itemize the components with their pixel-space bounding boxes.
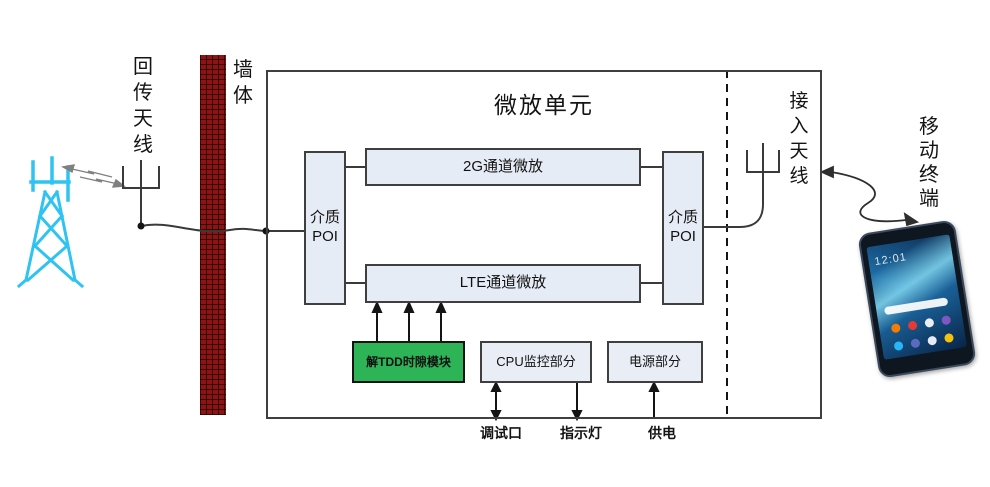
feeder-line: [140, 223, 304, 233]
channel-lte-box: LTE通道微放: [365, 264, 641, 303]
wall-icon: [200, 55, 226, 415]
unit-title: 微放单元: [494, 92, 594, 118]
tdd-timeslot-module-box: 解TDD时隙模块: [352, 341, 465, 383]
tdd-to-lte-arrows: [371, 300, 447, 341]
power-section-box: 电源部分: [607, 341, 703, 383]
wireless-link-icon: [60, 164, 126, 188]
cell-tower-icon: [16, 156, 85, 289]
poi-channel-connectors: [346, 166, 662, 284]
power-supply-arrow: [648, 380, 660, 419]
poi-right-box: 介质 POI: [662, 151, 704, 305]
cpu-monitor-box: CPU监控部分: [480, 341, 592, 383]
debug-port-arrow: [490, 380, 502, 422]
wall-label: 墙体: [233, 59, 253, 107]
access-feeder-line: [704, 171, 764, 228]
access-antenna-label: 接入天线: [789, 91, 809, 187]
power-supply-label: 供电: [648, 425, 676, 441]
debug-port-label: 调试口: [480, 425, 522, 441]
access-antenna-icon: [746, 143, 780, 173]
micro-unit-enclosure: [266, 70, 822, 419]
junction-dot: [137, 222, 145, 230]
indicator-arrow: [571, 383, 583, 422]
backhaul-antenna-icon: [122, 160, 160, 226]
indicator-light-label: 指示灯: [560, 425, 602, 441]
poi-left-label-line1: 介质: [309, 209, 340, 227]
mobile-terminal-label: 移动终端: [919, 116, 939, 210]
backhaul-antenna-label: 回传天线: [133, 56, 153, 156]
unit-to-phone-arrow: [819, 165, 920, 227]
poi-right-label-line1: 介质: [667, 209, 698, 227]
poi-left-label-line2: POI: [312, 228, 338, 245]
poi-left-box: 介质 POI: [304, 151, 346, 305]
poi-right-label-line2: POI: [670, 228, 696, 245]
channel-2g-box: 2G通道微放: [365, 148, 641, 186]
